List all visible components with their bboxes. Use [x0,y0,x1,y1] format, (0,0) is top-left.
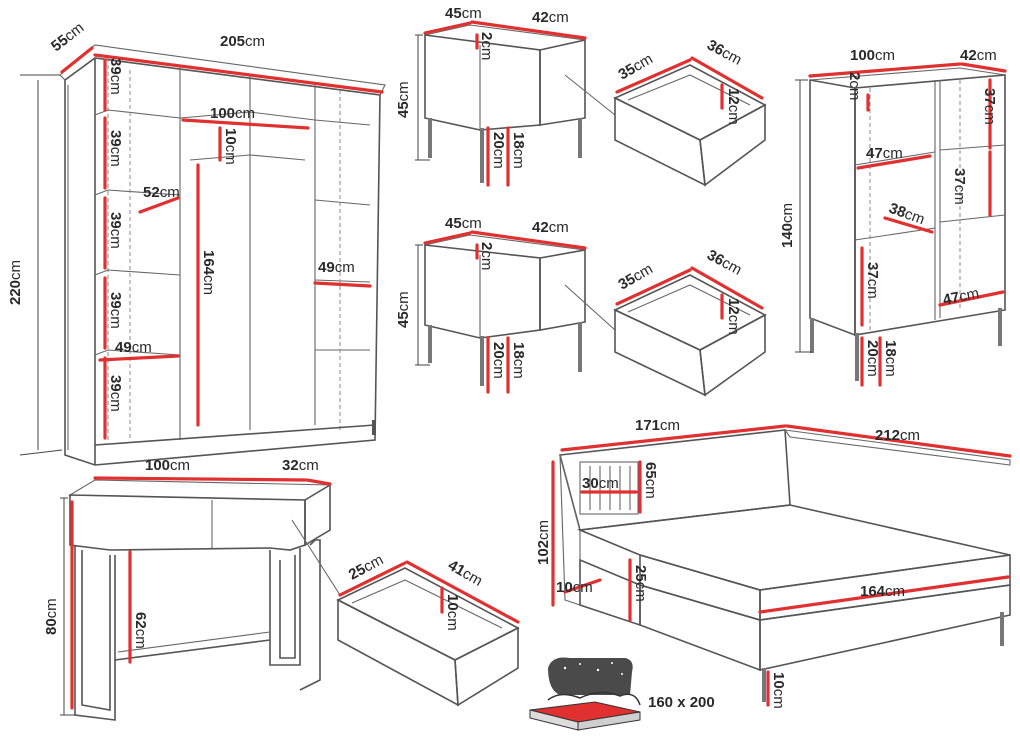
cabinet-left-lower: 37cm [864,262,881,299]
drawer-top-depth: 36cm [704,37,744,69]
nightstand-top: 45cm 42cm 45cm 2cm 20cm 18cm [395,5,616,187]
drawer-bottom: 35cm 36cm 12cm [613,247,767,397]
wardrobe-rail-gap-label: 10cm [222,128,239,165]
wardrobe-width-line [93,53,384,94]
wardrobe: 205cm 55cm 220cm 100cm 10cm 164cm 52cm 4… [7,19,386,466]
drawer-top-height: 12cm [725,88,742,125]
wardrobe-right-shelf-line [313,281,372,288]
cabinet-width: 100cm [850,47,895,64]
cabinet-right-top: 37cm [981,88,998,125]
cabinet-bottom-shelf: 47cm [941,285,980,309]
drawer-top: 35cm 36cm 12cm [613,37,767,187]
cabinet-right-mid: 37cm [951,168,968,205]
nightstand-top-height: 45cm [395,81,412,118]
desk-height: 80cm [43,598,60,635]
desk-depth: 32cm [282,457,319,474]
nightstand-top-width: 45cm [445,5,482,22]
nightstand-bottom-top: 2cm [478,242,495,270]
drawer-bottom-height: 12cm [725,298,742,335]
nightstand-bottom: 45cm 42cm 45cm 2cm 20cm 18cm [395,215,616,394]
wardrobe-inner-height-label: 164cm [200,250,217,295]
bed-length: 212cm [875,427,920,444]
cabinet-top: 2cm [846,72,863,100]
nightstand-bottom-width: 45cm [445,215,482,232]
bed-mattress-width: 164cm [860,583,905,600]
cabinet-height: 140cm [779,203,796,248]
wardrobe-shelf-height-1: 39cm [107,58,124,95]
cabinet-leg: 20cm [864,340,881,377]
mattress-icon: 160 x 200 [529,657,715,731]
wardrobe-rail-line [181,118,310,130]
cabinet-left-shelf: 47cm [866,145,903,162]
wardrobe-depth-label: 55cm [48,19,87,55]
nightstand-top-top: 2cm [478,32,495,60]
desk: 100cm 32cm 80cm 62cm [43,457,341,721]
cabinet-clearance: 18cm [882,340,899,377]
wardrobe-width-label: 205cm [220,33,265,50]
bed-leg: 10cm [770,672,787,709]
bed-side: 25cm [632,565,649,602]
desk-drawer-width: 25cm [346,551,386,583]
cabinet-left-depth: 38cm [887,200,927,229]
wardrobe-shelf-height-2: 39cm [107,130,124,167]
cabinet-depth: 42cm [960,47,997,64]
bed: 171cm 212cm 102cm 30cm 65cm 10cm 25cm 16… [535,417,1012,709]
desk-drawer: 25cm 41cm 10cm [336,551,520,707]
nightstand-bottom-clearance: 18cm [510,342,527,379]
nightstand-top-depth: 42cm [532,9,569,26]
nightstand-top-leg: 20cm [490,132,507,169]
desk-knee: 62cm [132,612,149,649]
drawer-bottom-depth: 36cm [704,247,744,279]
bed-panel-height: 65cm [642,462,659,499]
nightstand-top-clearance: 18cm [510,132,527,169]
bed-headboard-width: 171cm [635,417,680,434]
wardrobe-depth-line [60,46,94,74]
wardrobe-height-label: 220cm [7,260,24,305]
mattress-size-label: 160 x 200 [648,694,715,711]
wardrobe-shelf-height-5: 39cm [107,375,124,412]
wardrobe-right-shelf-label: 49cm [318,259,355,276]
wardrobe-left-shelf-label: 49cm [115,339,152,356]
desk-width: 100cm [145,457,190,474]
cabinet: 100cm 42cm 140cm 2cm 37cm 37cm 47cm 38cm… [779,47,1007,387]
wardrobe-shelf-height-4: 39cm [107,292,124,329]
nightstand-bottom-height: 45cm [395,291,412,328]
wardrobe-shelf-depth-line [138,196,180,214]
wardrobe-shelf-depth-label: 52cm [143,184,180,201]
bed-frame: 10cm [556,579,593,596]
nightstand-bottom-leg: 20cm [490,342,507,379]
wardrobe-left-shelf-line [98,354,180,362]
bed-headboard-height: 102cm [535,520,552,565]
wardrobe-rail-label: 100cm [210,105,255,122]
wardrobe-shelf-height-3: 39cm [107,212,124,249]
bed-panel-width: 30cm [582,475,619,492]
desk-drawer-height: 10cm [444,594,461,631]
nightstand-bottom-depth: 42cm [532,219,569,236]
